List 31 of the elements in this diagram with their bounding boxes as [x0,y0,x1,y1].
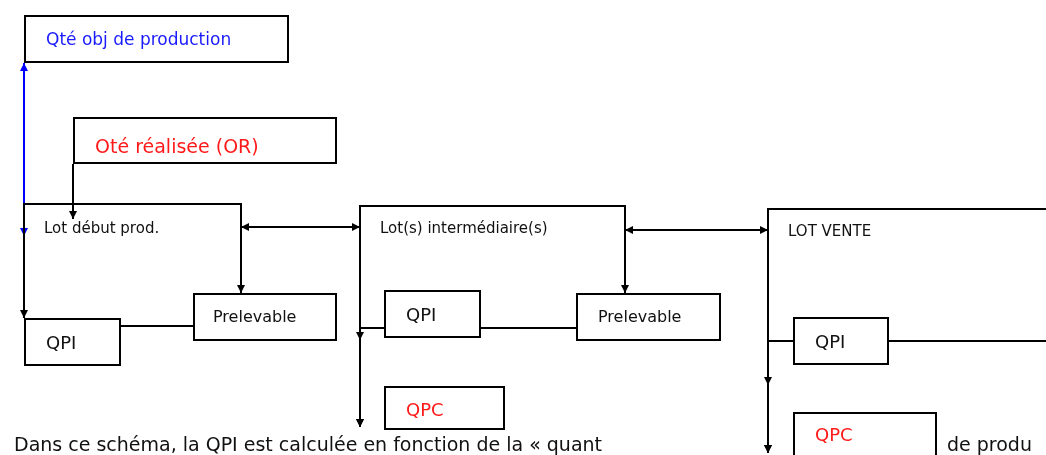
qpi-box [384,290,481,338]
connector-arrow [240,223,361,231]
connector-arrow [621,204,629,294]
node-label: QPI [406,304,437,325]
node-label: LOT VENTE [788,222,872,240]
node-label: QPI [815,331,846,352]
connector-arrow [764,340,794,454]
qpc-box [793,412,937,455]
qpi-box [793,317,889,365]
connector-arrow [237,202,245,294]
prelevable-box [576,293,721,341]
body-text: de produ [947,433,1032,455]
node-label: Prelevable [213,307,297,326]
node-label: QPI [46,332,77,353]
body-text: Dans ce schéma, la QPI est calculée en fonction de la « quant [14,433,603,455]
qpi-box [24,318,121,366]
connector-arrow [624,226,769,234]
realized-quantity-box [73,117,337,164]
qpc-box [384,386,505,430]
prelevable-box [193,293,337,341]
node-label: Oté réalisée (OR) [95,135,259,157]
node-label: Qté obj de production [46,29,232,49]
node-label: QPC [406,399,444,420]
connector-arrow [356,327,385,428]
target-quantity-box [24,15,289,63]
node-label: Lot(s) intermédiaire(s) [380,219,548,237]
connector-arrow [20,202,28,319]
connector-arrow [69,163,77,220]
node-label: Lot début prod. [44,219,160,237]
node-label: QPC [815,424,853,445]
node-label: Prelevable [598,307,682,326]
